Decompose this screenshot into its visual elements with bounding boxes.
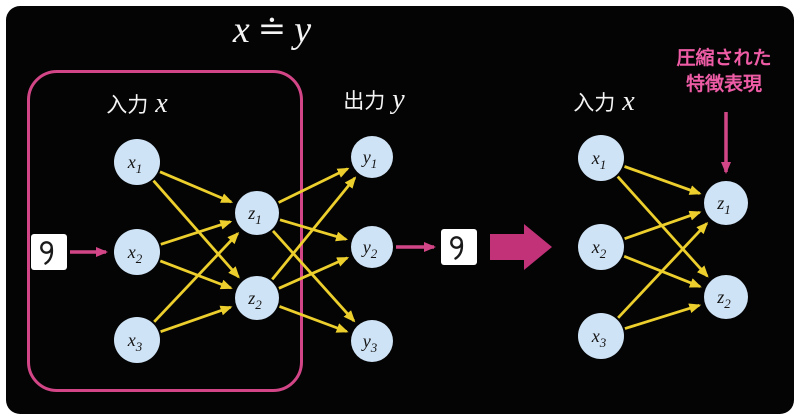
output-digit-glyph-tail	[454, 242, 464, 260]
node-label-x2: x2	[591, 237, 607, 261]
node-label-z1: z1	[247, 203, 262, 227]
encoder-only-network: x1 x2 x3 z1 z2	[578, 135, 748, 359]
node-label-y3: y3	[361, 331, 378, 355]
node-x3	[578, 313, 624, 359]
edge-x2-z1	[160, 220, 233, 246]
title-relation: ≐	[257, 11, 287, 48]
right-input-label: 入力 x	[573, 86, 634, 118]
encoder-output-label: 出力 y	[343, 84, 404, 116]
edge-z2-y1	[271, 176, 357, 281]
node-y2	[351, 226, 393, 268]
encoder-input-label-cjk: 入力	[106, 93, 149, 117]
edge-z1-y3	[271, 229, 356, 323]
output-digit-box	[441, 229, 477, 265]
autoencoder-network: x1 x2 x3 z1 z2 y1 y2 y3	[114, 136, 393, 363]
node-x2	[114, 229, 160, 275]
node-z1	[235, 191, 279, 235]
node-x1	[114, 139, 160, 185]
encoder-output-label-var: y	[392, 84, 405, 115]
compressed-feature-annotation: 圧縮された 特徴表現	[676, 46, 771, 97]
annotation-line2: 特徴表現	[685, 72, 763, 95]
edge-x3-z1	[617, 221, 709, 319]
edge-x1-z1	[624, 165, 702, 195]
encoder-input-label: 入力 x	[106, 88, 167, 120]
node-x3	[114, 317, 160, 363]
node-z2	[235, 276, 279, 320]
edge-x3-z1	[153, 231, 240, 323]
node-label-z1: z1	[716, 193, 731, 217]
edge-x2-z1	[624, 210, 702, 241]
title-lhs: x	[232, 9, 250, 51]
input-digit-box	[31, 234, 67, 270]
edge-z1-y1	[277, 167, 350, 204]
edge-x2-z2	[159, 259, 233, 290]
node-label-x2: x2	[127, 242, 143, 266]
node-y3	[351, 320, 393, 362]
edge-z2-y3	[279, 305, 349, 333]
node-label-x1: x1	[127, 152, 143, 176]
transition-arrow	[490, 224, 552, 270]
encoder-input-label-var: x	[155, 88, 168, 119]
node-x1	[578, 135, 624, 181]
node-label-x1: x1	[591, 148, 607, 172]
input-digit-glyph-tail	[44, 247, 54, 265]
annotation-line1: 圧縮された	[676, 47, 772, 69]
node-label-z2: z2	[247, 288, 262, 312]
node-z2	[704, 275, 748, 319]
node-x2	[578, 224, 624, 270]
node-label-x3: x3	[127, 330, 143, 354]
node-z1	[704, 181, 748, 225]
title-rhs: y	[294, 9, 312, 51]
slide-title: x≐y	[233, 8, 311, 52]
right-input-label-var: x	[622, 86, 635, 117]
node-label-x3: x3	[591, 326, 607, 350]
edge-x3-z2	[160, 305, 233, 334]
edge-z2-y2	[278, 256, 350, 290]
edge-x3-z2	[624, 303, 702, 330]
node-label-y2: y2	[361, 237, 378, 261]
encoder-output-label-cjk: 出力	[343, 89, 386, 113]
node-label-y1: y1	[361, 147, 378, 171]
edge-x1-z2	[152, 179, 240, 279]
encoder-highlight-box	[27, 70, 303, 392]
node-y1	[351, 136, 393, 178]
right-input-label-cjk: 入力	[573, 91, 616, 115]
node-label-z2: z2	[716, 287, 731, 311]
edge-x1-z1	[159, 170, 234, 204]
